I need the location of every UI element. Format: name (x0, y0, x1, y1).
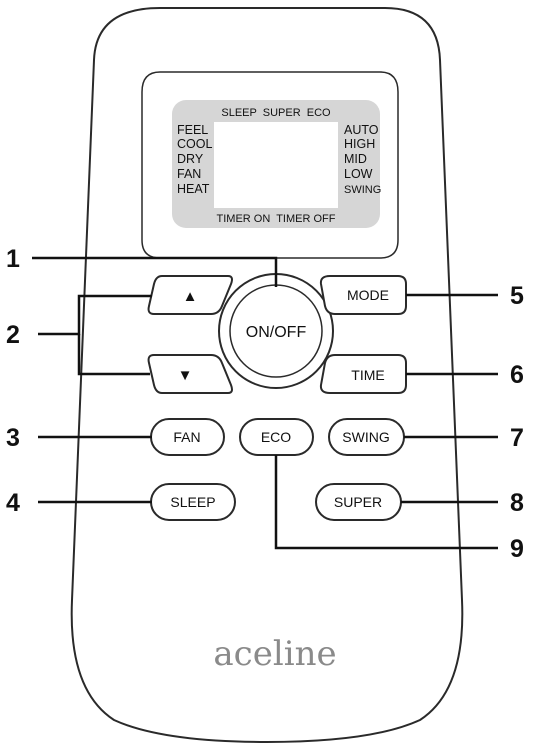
mode-button[interactable]: MODE (319, 275, 407, 315)
lcd-screen (214, 122, 338, 208)
callout-7: 7 (510, 424, 524, 452)
callout-9: 9 (510, 535, 524, 563)
lcd-mode-dry: DRY (177, 152, 204, 166)
callout-3: 3 (6, 424, 20, 452)
mode-label: MODE (347, 287, 389, 303)
up-arrow-icon: ▲ (183, 288, 198, 305)
lcd-speed-high: HIGH (344, 137, 375, 151)
up-button[interactable]: ▲ (147, 275, 233, 315)
callout-1: 1 (6, 245, 20, 273)
brand-logo: aceline (213, 634, 336, 674)
sleep-label: SLEEP (170, 494, 215, 510)
lcd-top-row: SLEEP SUPER ECO (221, 107, 331, 119)
callout-6: 6 (510, 361, 524, 389)
fan-button[interactable]: FAN (150, 418, 225, 456)
eco-button[interactable]: ECO (239, 418, 314, 456)
callout-line-9 (274, 455, 498, 550)
callout-line-2b (77, 334, 150, 376)
callout-8: 8 (510, 489, 524, 517)
callout-5: 5 (510, 282, 524, 310)
fan-label: FAN (173, 429, 200, 445)
on-off-label: ON/OFF (246, 324, 307, 341)
eco-label: ECO (261, 429, 291, 445)
lcd-mode-heat: HEAT (177, 182, 210, 196)
on-off-button[interactable]: ON/OFF (218, 273, 334, 389)
down-button[interactable]: ▼ (147, 354, 233, 394)
callout-line-1 (32, 256, 278, 287)
callout-2: 2 (6, 321, 20, 349)
time-label: TIME (351, 367, 384, 383)
super-label: SUPER (334, 494, 382, 510)
lcd-bottom-row: TIMER ON TIMER OFF (217, 213, 336, 225)
sleep-button[interactable]: SLEEP (150, 483, 236, 521)
lcd-mode-cool: COOL (177, 137, 212, 151)
down-arrow-icon: ▼ (178, 367, 193, 384)
time-button[interactable]: TIME (319, 354, 407, 394)
swing-label: SWING (342, 429, 389, 445)
lcd-speed-low: LOW (344, 167, 373, 181)
lcd-mode-fan: FAN (177, 167, 201, 181)
lcd-speed-auto: AUTO (344, 123, 379, 137)
swing-button[interactable]: SWING (328, 418, 405, 456)
lcd-speed-swing: SWING (344, 184, 381, 196)
callout-lines (32, 256, 498, 550)
super-button[interactable]: SUPER (315, 483, 402, 521)
callout-4: 4 (6, 489, 20, 517)
callout-line-2 (38, 294, 152, 336)
lcd-speed-mid: MID (344, 152, 367, 166)
lcd-mode-feel: FEEL (177, 123, 208, 137)
